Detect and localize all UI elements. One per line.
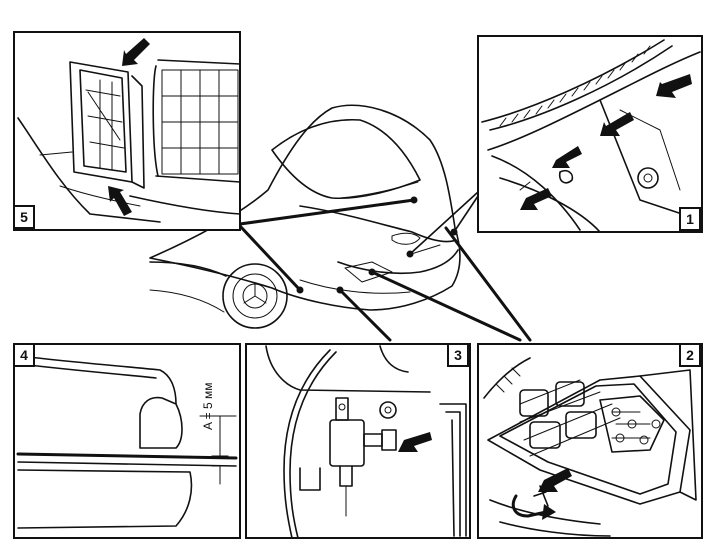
panel-1: 1 [477,35,703,233]
reflector-grid [161,69,239,175]
panel-number: 3 [454,347,462,363]
arrow-icon [538,468,572,492]
arrow-icon [398,432,432,452]
panel-2: 2 [477,343,703,539]
leader-lines [238,191,532,342]
panel-number: 5 [20,209,28,225]
dimension-label: A = 5 мм [201,382,215,430]
panel-5: 5 [13,31,241,231]
panel-4: A = 5 мм 4 [13,343,241,539]
panel-3: 3 [245,343,471,539]
arrow-icon [552,146,582,168]
arrow-icon [122,38,150,66]
arrow-icon [600,112,634,136]
car-rear-view [149,104,461,329]
rotate-arrow-icon [511,494,548,518]
arrow-icon [108,186,132,216]
arrow-icon [656,74,692,98]
panel-number: 4 [20,347,28,363]
arrow-icon [520,188,552,210]
panel-number: 2 [686,347,694,363]
panel-number: 1 [686,211,694,227]
